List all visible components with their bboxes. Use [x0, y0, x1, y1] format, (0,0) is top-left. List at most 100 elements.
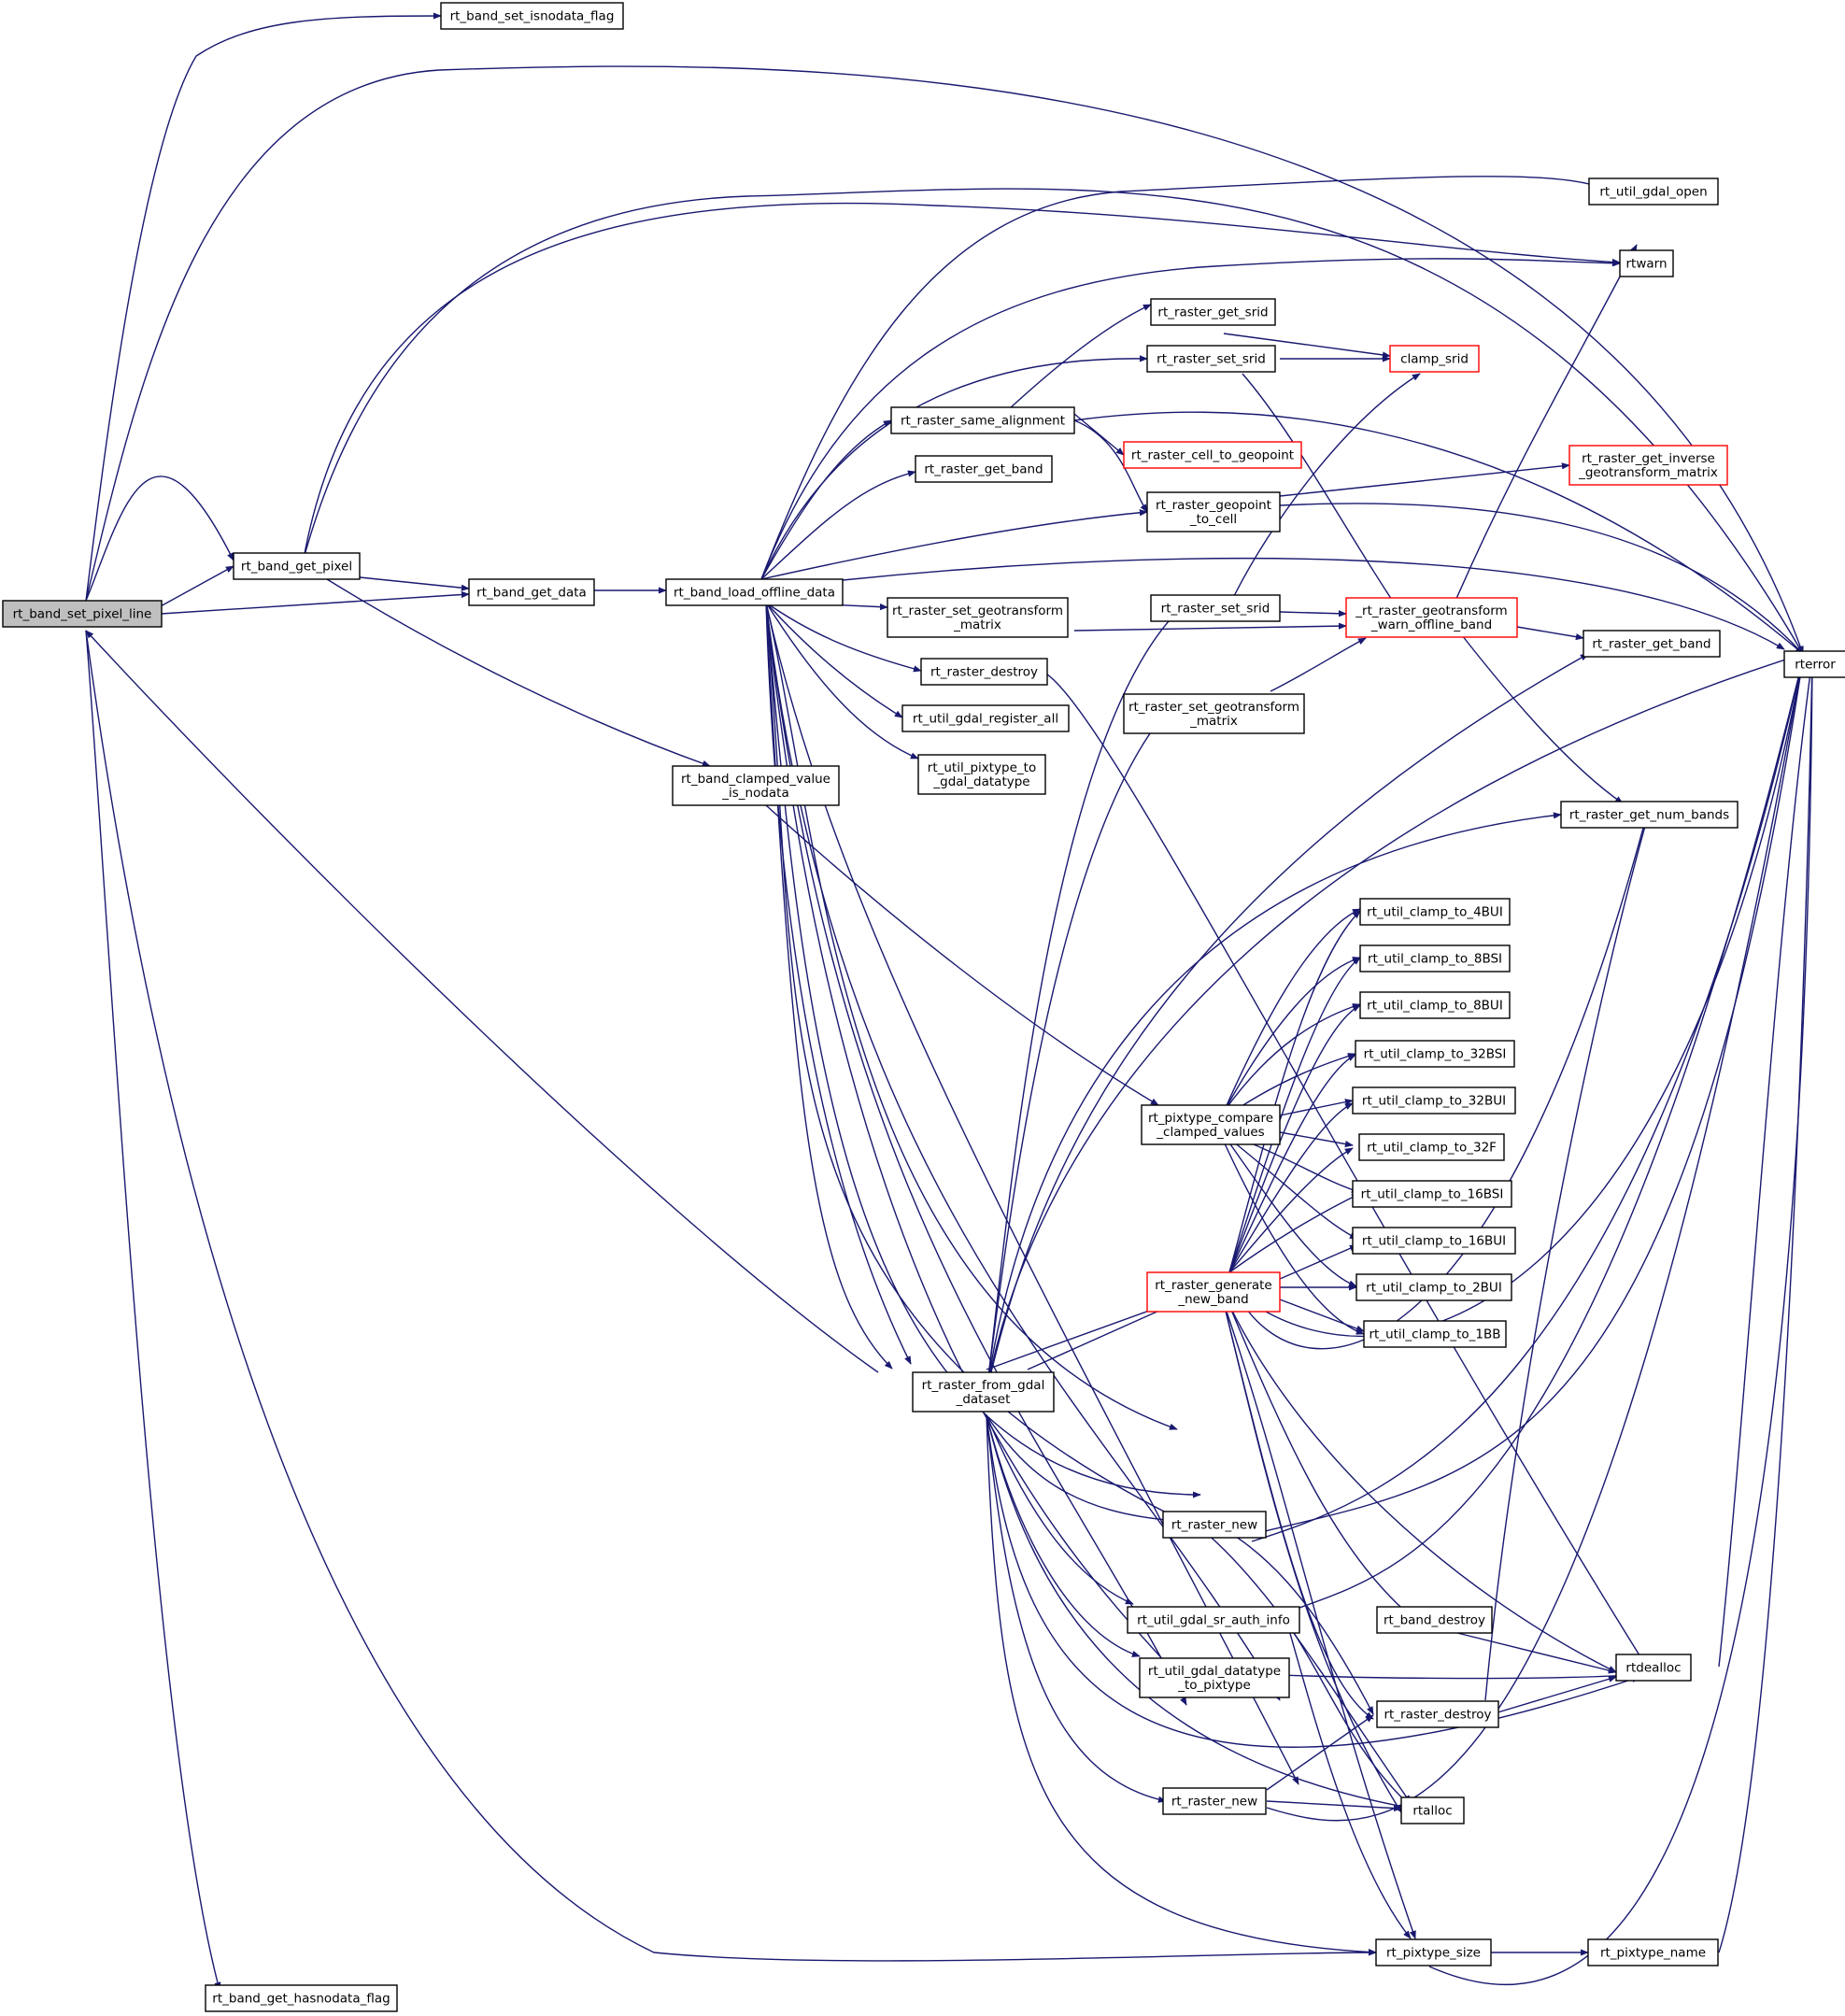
node-rt-util-gdal-open[interactable]: rt_util_gdal_open — [1588, 177, 1719, 206]
node-rt-raster-set-srid-1[interactable]: rt_raster_set_srid — [1146, 345, 1276, 373]
node-rt-util-clamp-to-32BUI[interactable]: rt_util_clamp_to_32BUI — [1352, 1086, 1516, 1114]
edge — [760, 176, 1600, 580]
node-rt-raster-destroy-2[interactable]: rt_raster_destroy — [1376, 1700, 1499, 1728]
edge — [765, 602, 1201, 1498]
node-box — [1355, 1273, 1512, 1301]
node-box — [665, 578, 844, 606]
node-label: rt_util_clamp_to_32F — [1367, 1141, 1497, 1156]
node-rt-raster-set-srid-2[interactable]: rt_raster_set_srid — [1150, 594, 1281, 622]
node-rt-raster-get-srid-1[interactable]: rt_raster_get_srid — [1150, 298, 1276, 326]
node-rt-raster-get-band-1[interactable]: rt_raster_get_band — [915, 455, 1053, 483]
node-rtwarn[interactable]: rtwarn — [1619, 249, 1674, 277]
edge — [765, 602, 1178, 1430]
edge — [1251, 658, 1805, 1542]
node-rt-raster-geopoint-to-cell[interactable]: rt_raster_geopoint_to_cell — [1146, 491, 1281, 532]
node-box — [205, 1984, 398, 2012]
node-rt-band-set-isnodata-flag[interactable]: rt_band_set_isnodata_flag — [440, 2, 624, 30]
node-label: rt_raster_destroy — [1384, 1708, 1491, 1723]
node-rt-util-clamp-to-1BB[interactable]: rt_util_clamp_to_1BB — [1363, 1320, 1507, 1348]
edge — [1428, 658, 1816, 1986]
edge — [986, 653, 1804, 1393]
node-rt-pixtype-name[interactable]: rt_pixtype_name — [1587, 1938, 1719, 1966]
node-clamp-srid[interactable]: clamp_srid — [1389, 345, 1480, 373]
node-label: rt_raster_get_inverse — [1582, 451, 1715, 466]
edge — [986, 1414, 1134, 1605]
node-rt-raster-get-num-bands[interactable]: rt_raster_get_num_bands — [1560, 801, 1739, 829]
node-label: rt_raster_generate — [1155, 1278, 1272, 1293]
edge — [842, 557, 1785, 650]
node-rt-raster-set-geotransform-matrix-2[interactable]: rt_raster_set_geotransform_matrix — [1123, 693, 1305, 734]
node-rt-band-get-pixel[interactable]: rt_band_get_pixel — [233, 552, 361, 580]
node-rt-raster-generate-new-band[interactable]: rt_raster_generate_new_band — [1146, 1271, 1281, 1313]
node-rt-util-gdal-sr-auth-info[interactable]: rt_util_gdal_sr_auth_info — [1127, 1606, 1300, 1634]
node-rt-util-clamp-to-8BSI[interactable]: rt_util_clamp_to_8BSI — [1359, 944, 1511, 973]
node-label: rt_raster_new — [1171, 1795, 1257, 1810]
node-box — [915, 455, 1053, 483]
edge — [1228, 1302, 1412, 1617]
node-rt-util-pixtype-to-gdal-datatype[interactable]: rt_util_pixtype_to_gdal_datatype — [917, 754, 1046, 795]
node-rt-raster-new-2[interactable]: rt_raster_new — [1162, 1787, 1267, 1815]
node-box — [1363, 1320, 1507, 1348]
node-rt-util-clamp-to-16BSI[interactable]: rt_util_clamp_to_16BSI — [1352, 1180, 1512, 1208]
edge — [1228, 1054, 1356, 1273]
node-rt-util-clamp-to-2BUI[interactable]: rt_util_clamp_to_2BUI — [1355, 1273, 1512, 1301]
node-rtdealloc[interactable]: rtdealloc — [1615, 1654, 1692, 1682]
node-rt-util-gdal-datatype-to-pixtype[interactable]: rt_util_gdal_datatype_to_pixtype — [1139, 1657, 1290, 1698]
node-rt-util-clamp-to-16BUI[interactable]: rt_util_clamp_to_16BUI — [1352, 1227, 1516, 1255]
edge — [986, 1414, 1377, 1956]
node-rt-raster-set-geotransform-matrix-1[interactable]: rt_raster_set_geotransform_matrix — [887, 597, 1069, 638]
node-rt-util-clamp-to-32F[interactable]: rt_util_clamp_to_32F — [1358, 1133, 1505, 1161]
edge — [1073, 622, 1347, 632]
edge — [1270, 637, 1367, 692]
node-label: rt_band_set_pixel_line — [13, 607, 152, 622]
node-rt-util-gdal-register-all[interactable]: rt_util_gdal_register_all — [901, 704, 1070, 732]
edge — [303, 188, 1804, 655]
node-rt-util-clamp-to-8BUI[interactable]: rt_util_clamp_to_8BUI — [1359, 991, 1511, 1019]
node-box — [1146, 1271, 1281, 1313]
node-rt-util-clamp-to-32BSI[interactable]: rt_util_clamp_to_32BSI — [1355, 1040, 1515, 1068]
node-rt-pixtype-size[interactable]: rt_pixtype_size — [1375, 1938, 1492, 1966]
node-rtalloc[interactable]: rtalloc — [1400, 1796, 1465, 1824]
node-box — [1359, 991, 1511, 1019]
node-label: rt_util_gdal_datatype — [1148, 1664, 1281, 1679]
edge — [85, 630, 879, 1373]
node-rt-band-get-data[interactable]: rt_band_get_data — [468, 578, 595, 606]
node-rt-raster-same-alignment[interactable]: rt_raster_same_alignment — [890, 406, 1075, 434]
node-label: rtwarn — [1625, 257, 1667, 272]
node-rt-raster-get-inverse-geotransform-matrix[interactable]: rt_raster_get_inverse_geotransform_matri… — [1568, 445, 1728, 486]
node-label: rt_pixtype_name — [1600, 1946, 1706, 1961]
node-rt-raster-from-gdal-dataset[interactable]: rt_raster_from_gdal_dataset — [912, 1371, 1055, 1413]
node-rt-raster-geotransform-warn-offline-band[interactable]: _rt_raster_geotransform_warn_offline_ban… — [1345, 597, 1518, 638]
edge — [1279, 1299, 1365, 1332]
node-label: rt_raster_cell_to_geopoint — [1131, 448, 1294, 463]
node-label: _gdal_datatype — [932, 774, 1029, 789]
node-box — [887, 597, 1069, 638]
edge — [1232, 373, 1421, 599]
node-rt-util-clamp-to-4BUI[interactable]: rt_util_clamp_to_4BUI — [1359, 898, 1511, 926]
node-rt-band-get-hasnodata-flag[interactable]: rt_band_get_hasnodata_flag — [205, 1984, 398, 2012]
node-rt-band-load-offline-data[interactable]: rt_band_load_offline_data — [665, 578, 844, 606]
edge — [986, 1301, 1173, 1370]
node-rt-raster-cell-to-geopoint[interactable]: rt_raster_cell_to_geopoint — [1123, 441, 1302, 469]
node-label: rt_util_clamp_to_8BUI — [1367, 999, 1503, 1014]
node-label: rt_raster_get_num_bands — [1569, 808, 1729, 823]
node-rt-band-clamped-value-is-nodata[interactable]: rt_band_clamped_value_is_nodata — [672, 765, 840, 806]
node-rt-band-set-pixel-line[interactable]: rt_band_set_pixel_line — [2, 600, 163, 628]
node-box — [1375, 1938, 1492, 1966]
node-label: rt_raster_same_alignment — [901, 414, 1065, 429]
edge — [1456, 1632, 1617, 1674]
node-rt-band-destroy[interactable]: rt_band_destroy — [1376, 1606, 1493, 1634]
node-rterror[interactable]: rterror — [1783, 650, 1845, 678]
node-box — [1376, 1606, 1493, 1634]
node-rt-pixtype-compare-clamped-values[interactable]: rt_pixtype_compare_clamped_values — [1141, 1104, 1281, 1145]
node-label: rt_raster_get_srid — [1157, 305, 1268, 320]
node-box — [1345, 597, 1518, 638]
node-rt-raster-new-1[interactable]: rt_raster_new — [1162, 1511, 1267, 1539]
node-label: _geotransform_matrix — [1578, 465, 1718, 480]
node-box — [1376, 1700, 1499, 1728]
node-box — [912, 1371, 1055, 1413]
node-rt-raster-get-band-2[interactable]: rt_raster_get_band — [1582, 630, 1721, 658]
node-rt-raster-destroy-1[interactable]: rt_raster_destroy — [920, 658, 1048, 686]
node-label: rt_band_load_offline_data — [674, 586, 835, 601]
node-label: rt_raster_from_gdal — [922, 1378, 1045, 1393]
